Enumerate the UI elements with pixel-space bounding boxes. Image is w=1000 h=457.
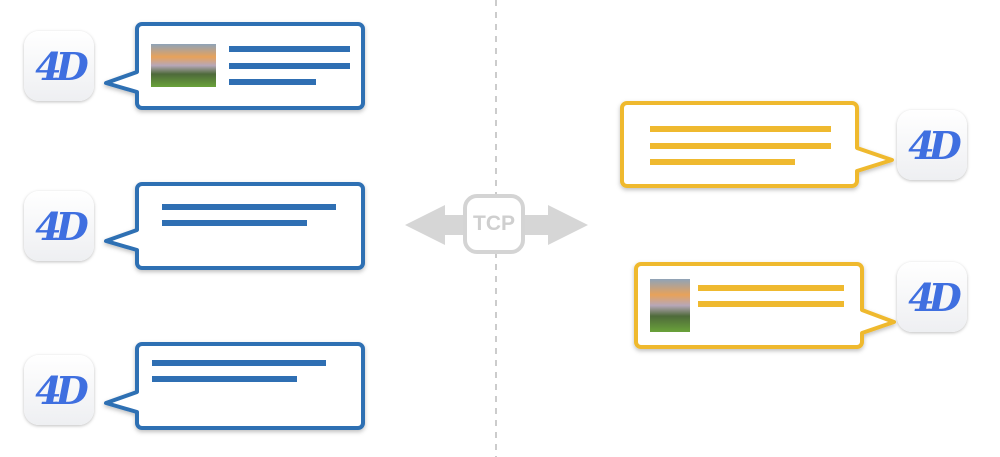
4d-app-icon: 4D [897,262,967,332]
4d-logo: 4D [35,367,88,413]
photo-thumbnail [650,279,690,332]
4d-logo: 4D [908,274,961,320]
4d-logo: 4D [908,122,961,168]
4d-logo: 4D [35,43,88,89]
4d-app-icon: 4D [24,355,94,425]
4d-logo: 4D [35,203,88,249]
photo-thumbnail [151,44,216,87]
client-bubble-3 [104,342,365,430]
4d-app-icon: 4D [24,31,94,101]
tcp-label: TCP [463,194,525,254]
4d-app-icon: 4D [24,191,94,261]
4d-app-icon: 4D [897,110,967,180]
